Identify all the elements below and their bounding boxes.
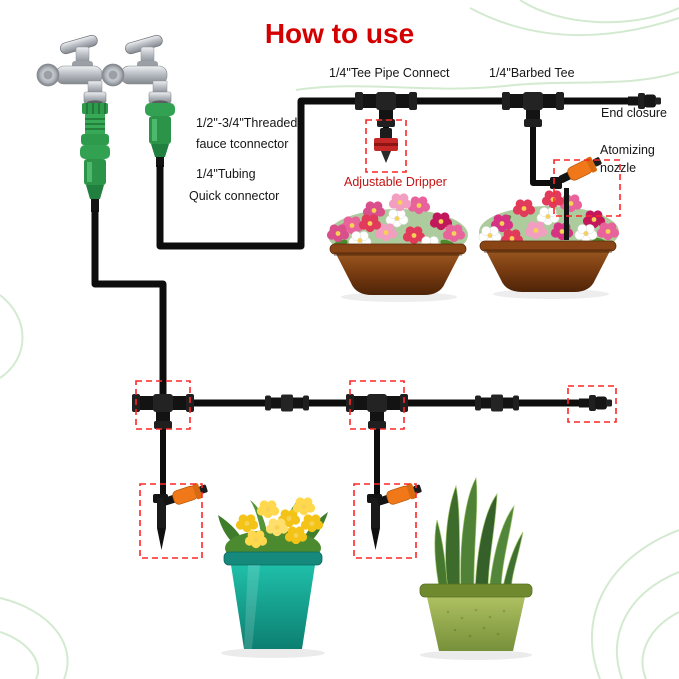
quick-connector-right-icon bbox=[145, 103, 175, 167]
barbed-tee-label: 1/4"Barbed Tee bbox=[489, 66, 575, 80]
tubing-label-line2: Quick connector bbox=[189, 189, 280, 203]
threaded-connector-label-line1: 1/2"-3/4"Threaded bbox=[196, 116, 298, 130]
threaded-connector-icon bbox=[81, 103, 109, 145]
end-closure-lower-icon bbox=[579, 395, 612, 411]
green-pot-icon bbox=[419, 476, 533, 660]
inline-connector-1-icon bbox=[265, 394, 309, 412]
end-closure-label: End closure bbox=[601, 106, 668, 120]
flower-bowl-left-icon bbox=[326, 193, 468, 302]
flower-bowl-right-icon bbox=[478, 190, 620, 299]
threaded-connector-label-line2: fauce tconnector bbox=[196, 137, 289, 151]
atomizing-nozzle-icon bbox=[550, 152, 605, 240]
adjustable-dripper-icon bbox=[374, 128, 398, 163]
tee-pipe-connect-label: 1/4"Tee Pipe Connect bbox=[329, 66, 450, 80]
tee-connector-lower-right-icon bbox=[346, 394, 408, 429]
teal-pot-icon bbox=[218, 497, 328, 658]
inline-connector-2-icon bbox=[475, 394, 519, 412]
atomizing-nozzle-label-line2: nozzle bbox=[600, 161, 637, 175]
barbed-tee-icon bbox=[502, 92, 564, 127]
tee-pipe-connector-icon bbox=[355, 92, 417, 127]
tee-connector-lower-left-icon bbox=[132, 394, 194, 429]
quick-connector-left-icon bbox=[80, 145, 110, 212]
atomizing-nozzle-label-line1: Atomizing bbox=[600, 143, 655, 157]
highlight-boxes bbox=[135, 119, 621, 559]
adjustable-dripper-label: Adjustable Dripper bbox=[344, 175, 447, 189]
page-title: How to use bbox=[264, 18, 415, 49]
tubing-label-line1: 1/4"Tubing bbox=[196, 167, 256, 181]
